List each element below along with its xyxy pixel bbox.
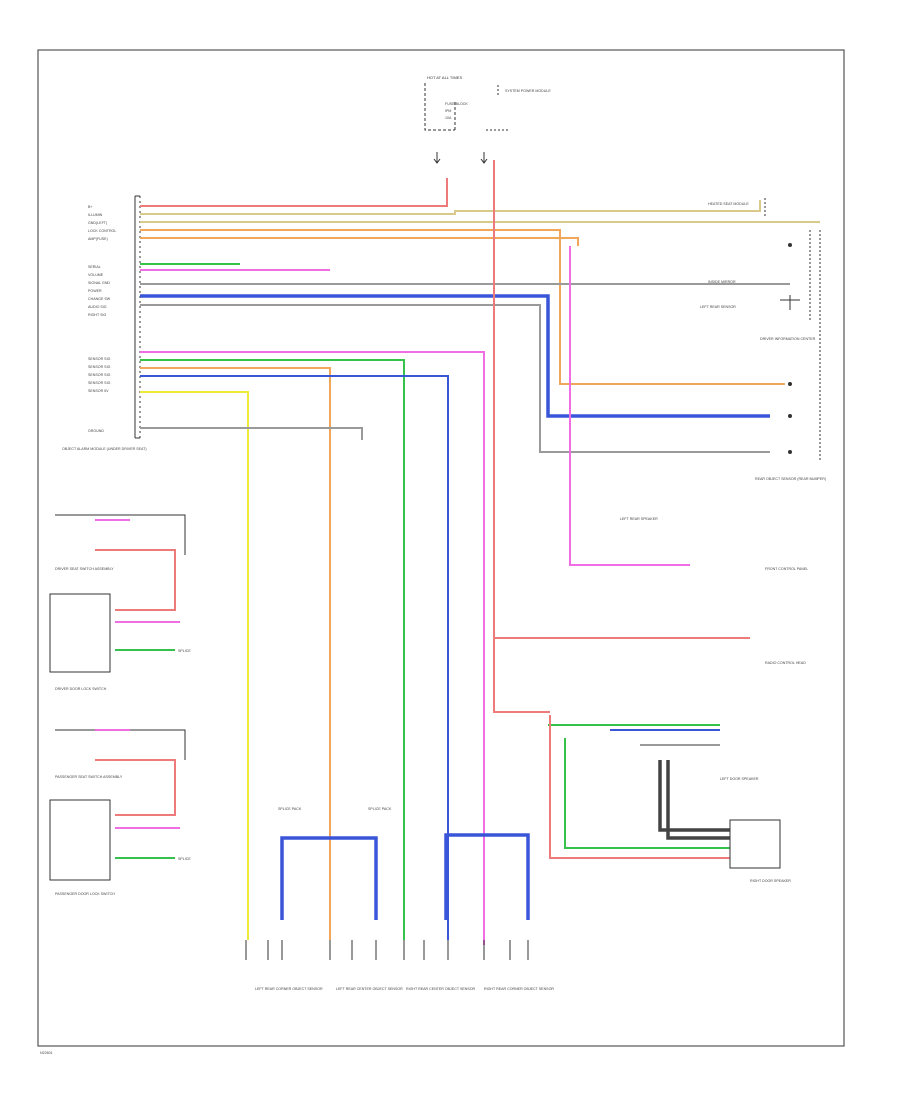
radio-note-label: RADIO CONTROL HEAD: [765, 661, 806, 665]
pin-lower-3: SENSOR SIG: [88, 381, 111, 385]
pin-lower-4: SENSOR 5V: [88, 389, 109, 393]
sensor-label-0: LEFT REAR CORNER OBJECT SENSOR: [255, 987, 323, 991]
fuse-block: HOT AT ALL TIMES FUSE BLOCK IPM 10A SYST…: [424, 75, 551, 164]
sensor-3: RIGHT REAR CENTER OBJECT SENSOR: [403, 940, 476, 991]
fuse-label: FUSE BLOCK: [445, 102, 468, 106]
driver-lock-label: DRIVER DOOR LOCK SWITCH: [55, 687, 107, 691]
inside-mirror-label: INSIDE MIRROR: [708, 280, 736, 284]
sensor-1: LEFT REAR CORNER OBJECT SENSOR: [245, 940, 323, 991]
right-components: HEATED SEAT MODULE INSIDE MIRROR LEFT RE…: [620, 198, 826, 665]
pin-lower-5: GROUND: [88, 429, 104, 433]
sensor-label-2: RIGHT REAR CENTER OBJECT SENSOR: [406, 987, 476, 991]
passenger-lock-label: PASSENGER DOOR LOCK SWITCH: [55, 892, 115, 896]
driver-switch-label: DRIVER SEAT SWITCH ASSEMBLY: [55, 567, 114, 571]
fuse-sub: IPM: [445, 109, 451, 113]
sensor-bus: SPLICE PACK SPLICE PACK: [278, 807, 530, 920]
diagram-frame: [37, 49, 845, 1047]
pin-upper-10: AUDIO SIG: [88, 305, 107, 309]
pin-upper-4: AMP(FUSE): [88, 237, 108, 241]
sensor-4: RIGHT REAR CORNER OBJECT SENSOR: [483, 940, 554, 991]
driver-info-label: DRIVER INFORMATION CENTER: [760, 337, 816, 341]
pin-lower-2: SENSOR SIG: [88, 373, 111, 377]
left-rear-speaker-label: LEFT REAR SPEAKER: [620, 517, 658, 521]
module-wires: [140, 160, 820, 945]
sensor-2: LEFT REAR CENTER OBJECT SENSOR: [329, 940, 403, 991]
pin-upper-2: GND(LEFT): [88, 221, 107, 225]
sensor-label-3: RIGHT REAR CORNER OBJECT SENSOR: [484, 987, 554, 991]
splice2-label: SPLICE: [178, 857, 191, 861]
pin-upper-3: LOCK CONTROL: [88, 229, 116, 233]
splice-label: SPLICE: [178, 649, 191, 653]
heated-seat-label: HEATED SEAT MODULE: [708, 202, 749, 206]
left-components: DRIVER SEAT SWITCH ASSEMBLY SPLICE DRIVE…: [49, 514, 191, 896]
module-pins-upper: B+ ILLUMIN GND(LEFT) LOCK CONTROL AMP(FU…: [88, 205, 116, 317]
right-speakers: LEFT DOOR SPEAKER RIGHT DOOR SPEAKER: [548, 715, 791, 883]
bcm-note: SYSTEM POWER MODULE: [505, 89, 551, 93]
pin-upper-0: B+: [88, 205, 93, 209]
left-rear-sensor-note: LEFT REAR SENSOR: [700, 305, 736, 309]
pin-lower-0: SENSOR SIG: [88, 357, 111, 361]
pin-upper-11: RIGHT SIG: [88, 313, 107, 317]
module-pins-lower: SENSOR SIG SENSOR SIG SENSOR SIG SENSOR …: [88, 357, 111, 433]
passenger-switch-label: PASSENGER SEAT SWITCH ASSEMBLY: [55, 775, 123, 779]
splice-pack-label-1: SPLICE PACK: [368, 807, 392, 811]
pin-upper-9: CHANGE SW: [88, 297, 111, 301]
fuse-num: 10A: [445, 116, 452, 120]
pin-upper-8: POWER: [88, 289, 102, 293]
pin-upper-1: ILLUMIN: [88, 213, 103, 217]
splice-pack-label-0: SPLICE PACK: [278, 807, 302, 811]
module-name: OBJECT ALARM MODULE (UNDER DRIVER SEAT): [62, 447, 147, 451]
fuse-block-label: HOT AT ALL TIMES: [427, 75, 462, 80]
bottom-sensors: LEFT REAR CORNER OBJECT SENSOR LEFT REAR…: [245, 940, 554, 991]
front-panel-label: FRONT CONTROL PANEL: [765, 567, 808, 571]
pin-upper-6: VOLUME: [88, 273, 104, 277]
pin-upper-5: SERIAL: [88, 265, 101, 269]
left-door-speaker-label: LEFT DOOR SPEAKER: [720, 777, 759, 781]
footer-code: N22601: [40, 1051, 53, 1055]
right-door-speaker-label: RIGHT DOOR SPEAKER: [750, 879, 791, 883]
pin-upper-7: SIGNAL GND: [88, 281, 110, 285]
sensor-label-1: LEFT REAR CENTER OBJECT SENSOR: [336, 987, 403, 991]
object-alarm-module: B+ ILLUMIN GND(LEFT) LOCK CONTROL AMP(FU…: [62, 195, 147, 451]
pin-lower-1: SENSOR SIG: [88, 365, 111, 369]
rear-object-sensor-label: REAR OBJECT SENSOR (REAR BUMPER): [755, 477, 826, 481]
